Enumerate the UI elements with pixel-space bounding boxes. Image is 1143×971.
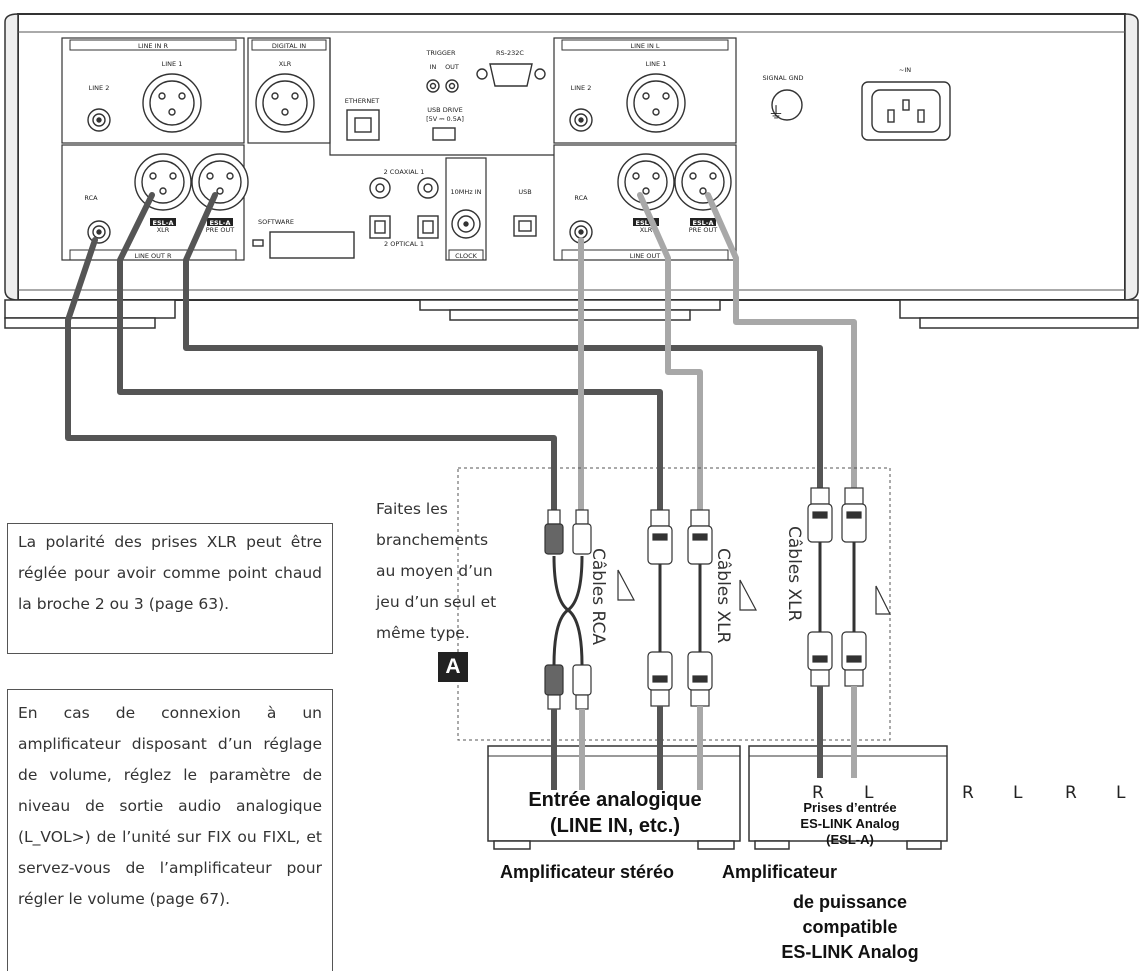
esl-a-tags: ESL-A ESL-A ESL-A ESL-A [150, 218, 716, 227]
label-ac-in: ~IN [899, 66, 911, 74]
label-software: SOFTWARE [258, 218, 294, 226]
rca-cable-set [544, 509, 592, 710]
panel-connectors [87, 63, 951, 259]
label-line2-r: LINE 2 [89, 84, 110, 92]
direction-arrows [617, 569, 891, 615]
ground-icon: ⏚ [768, 103, 784, 122]
power-amp-input-line3: (ESL-A) [826, 832, 874, 847]
label-line-in-r: LINE IN R [138, 42, 168, 50]
label-usb-drive-spec: [5V ⎓ 0.5A] [426, 115, 464, 123]
arrow-down-icon [875, 585, 891, 615]
label-xlr-out-l: XLR [640, 226, 653, 234]
label-line2-l: LINE 2 [571, 84, 592, 92]
stereo-amp-input-line1: Entrée analogique [528, 789, 702, 811]
esl-a-tag: ESL-A [636, 219, 657, 227]
label-usb: USB [518, 188, 531, 196]
cable-light-xlr-pre-l [705, 192, 857, 491]
volume-note: En cas de connexion à un amplificateur d… [7, 689, 333, 971]
stray-label-l: L [1116, 783, 1126, 803]
label-pre-out-r: PRE OUT [206, 226, 234, 234]
label-ethernet: ETHERNET [345, 97, 380, 105]
label-10mhz-in: 10MHz IN [450, 188, 481, 196]
power-amp-input-line1: Prises d’entrée [803, 800, 897, 815]
power-amp-input-line2: ES-LINK Analog [800, 816, 900, 831]
label-rca-r: RCA [84, 194, 98, 202]
power-amp-name-line1: Amplificateur [722, 862, 838, 882]
cable-label-xlr-2: Câbles XLR [784, 526, 804, 622]
device-feet [4, 299, 1139, 329]
cable-label-rca: Câbles RCA [588, 548, 608, 645]
label-line1-r: LINE 1 [162, 60, 183, 68]
label-line1-l: LINE 1 [646, 60, 667, 68]
power-amp-name-line2: de puissance [792, 892, 908, 912]
connection-instruction: Faites les branchements au moyen d’un je… [376, 500, 497, 642]
stereo-amp-input-label: Entrée analogique (LINE IN, etc.) [494, 787, 736, 839]
label-line-out-r: LINE OUT R [134, 252, 171, 260]
esl-a-tag: ESL-A [153, 219, 174, 227]
label-clock: CLOCK [455, 252, 478, 260]
label-rs232c: RS-232C [496, 49, 524, 57]
amp2-l-label: L [864, 783, 874, 803]
device-rear-panel: LINE IN R DIGITAL IN LINE IN L LINE 2 LI… [4, 13, 1139, 329]
esl-a-tag: ESL-A [210, 219, 231, 227]
amp2-r-label: R [812, 783, 824, 803]
label-usb-drive: USB DRIVE [427, 106, 462, 114]
stray-label-r: R [1065, 783, 1077, 803]
cables [65, 192, 857, 513]
xlr-cable-set-2 [807, 487, 867, 687]
label-line-in-l: LINE IN L [630, 42, 659, 50]
badge-a: A [438, 652, 468, 682]
label-xlr-digital: XLR [279, 60, 292, 68]
cable-dark-rca-r [65, 237, 557, 513]
esl-a-tag: ESL-A [693, 219, 714, 227]
volume-note-text: En cas de connexion à un amplificateur d… [18, 704, 322, 908]
stray-label-l: L [1013, 783, 1023, 803]
cable-set-box [457, 467, 891, 741]
label-signal-gnd: SIGNAL GND [763, 74, 804, 82]
arrow-down-icon [617, 569, 635, 601]
amp-lead-ends [551, 745, 857, 790]
label-digital-in: DIGITAL IN [272, 42, 306, 50]
label-rca-l: RCA [574, 194, 588, 202]
stereo-amp-name: Amplificateur stéréo [500, 862, 675, 882]
label-trigger-in: IN [430, 63, 437, 71]
cable-dark-xlr-r [117, 192, 663, 513]
power-amp-name-line3: compatible [802, 917, 898, 937]
polarity-note: La polarité des prises XLR peut être rég… [7, 523, 333, 654]
power-amp-name-rest: de puissance compatible ES-LINK Analog [760, 890, 940, 965]
cable-dark-xlr-pre-r [183, 192, 823, 491]
power-amp-input-label: Prises d’entrée ES-LINK Analog (ESL-A) [745, 800, 955, 848]
label-trigger: TRIGGER [425, 49, 456, 57]
power-amplifier [748, 745, 948, 850]
polarity-note-text: La polarité des prises XLR peut être rég… [18, 533, 322, 613]
label-coaxial: 2 COAXIAL 1 [384, 168, 425, 176]
stereo-amp-input-line2: (LINE IN, etc.) [549, 815, 680, 837]
label-optical: 2 OPTICAL 1 [384, 240, 424, 248]
arrow-down-icon [739, 579, 757, 611]
label-xlr-out-r: XLR [157, 226, 170, 234]
cable-light-xlr-l [637, 192, 703, 513]
xlr-cable-set-1 [647, 509, 713, 707]
label-line-out-l: LINE OUT [630, 252, 660, 260]
cable-label-xlr-1: Câbles XLR [713, 548, 733, 644]
stray-label-r: R [962, 783, 974, 803]
label-pre-out-l: PRE OUT [689, 226, 717, 234]
label-trigger-out: OUT [445, 63, 459, 71]
power-amp-name-line4: ES-LINK Analog [781, 942, 919, 962]
